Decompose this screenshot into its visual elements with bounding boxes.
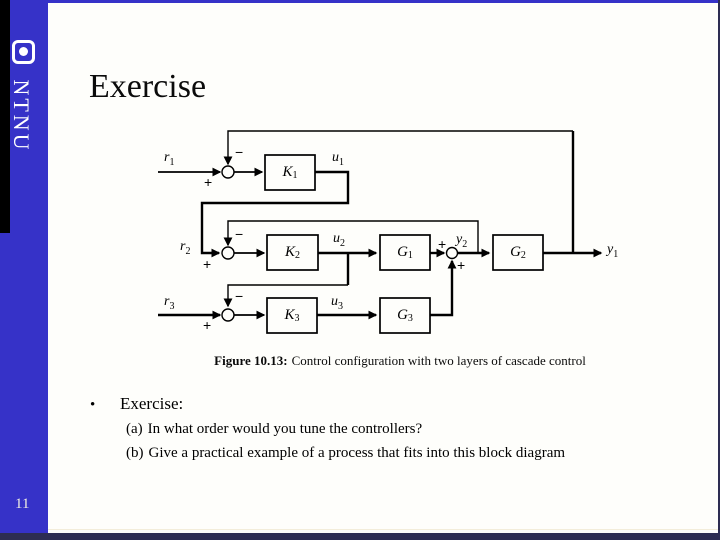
sign-plus-j3: + (203, 317, 212, 333)
item-b-text: Give a practical example of a process th… (148, 445, 566, 461)
slide-title: Exercise (89, 68, 207, 105)
label-u3: u3 (331, 294, 343, 312)
label-y1: y1 (607, 242, 619, 260)
sign-plus-j1: + (204, 174, 213, 190)
exercise-heading: Exercise: (120, 394, 184, 413)
divider-line (48, 529, 718, 530)
bottom-bar (0, 533, 720, 540)
top-accent-bar (0, 0, 720, 3)
summing-junction-a (445, 246, 459, 260)
label-u1: u1 (332, 150, 344, 168)
block-k3 (266, 297, 318, 334)
item-b-label: (b) (126, 445, 144, 461)
feedback-y2-line (223, 220, 479, 253)
figure-caption-number: Figure 10.13: (214, 353, 288, 368)
block-g3 (379, 297, 431, 334)
sign-plus-ja-top: + (438, 236, 447, 252)
u1-route-line (200, 170, 350, 258)
figure-caption: Figure 10.13:Control configuration with … (160, 353, 640, 369)
sign-plus-j2: + (203, 256, 212, 272)
g3-to-ja-line (430, 259, 457, 317)
label-y2: y2 (456, 232, 468, 250)
figure-caption-text: Control configuration with two layers of… (291, 353, 586, 368)
summing-junction-1 (221, 165, 235, 179)
block-g1 (379, 234, 431, 271)
sign-minus-j1: − (235, 144, 244, 160)
feedback-y1-line (223, 130, 573, 166)
feedback-u2-line (223, 284, 348, 308)
item-a-label: (a) (126, 421, 143, 437)
label-u2: u2 (333, 231, 345, 249)
label-r1: r1 (164, 150, 175, 168)
block-g2 (492, 234, 544, 271)
page-number: 11 (15, 496, 30, 512)
label-r3: r3 (164, 294, 175, 312)
left-black-strip (0, 0, 10, 233)
block-k1 (264, 154, 316, 191)
summing-junction-2 (221, 246, 235, 260)
item-a-text: In what order would you tune the control… (147, 421, 423, 437)
label-r2: r2 (180, 239, 191, 257)
ntnu-logo-icon (12, 40, 35, 64)
right-edge-border (718, 0, 720, 540)
sign-minus-j2: − (235, 226, 244, 242)
sign-plus-ja-bottom: + (457, 257, 466, 273)
sign-minus-j3: − (235, 288, 244, 304)
summing-junction-3 (221, 308, 235, 322)
ntnu-logo-dot (19, 47, 28, 56)
bullet-marker: • (90, 397, 96, 413)
exercise-item-b: (b)Give a practical example of a process… (126, 445, 565, 462)
block-k2 (266, 234, 319, 271)
exercise-item-a: (a)In what order would you tune the cont… (126, 421, 422, 438)
